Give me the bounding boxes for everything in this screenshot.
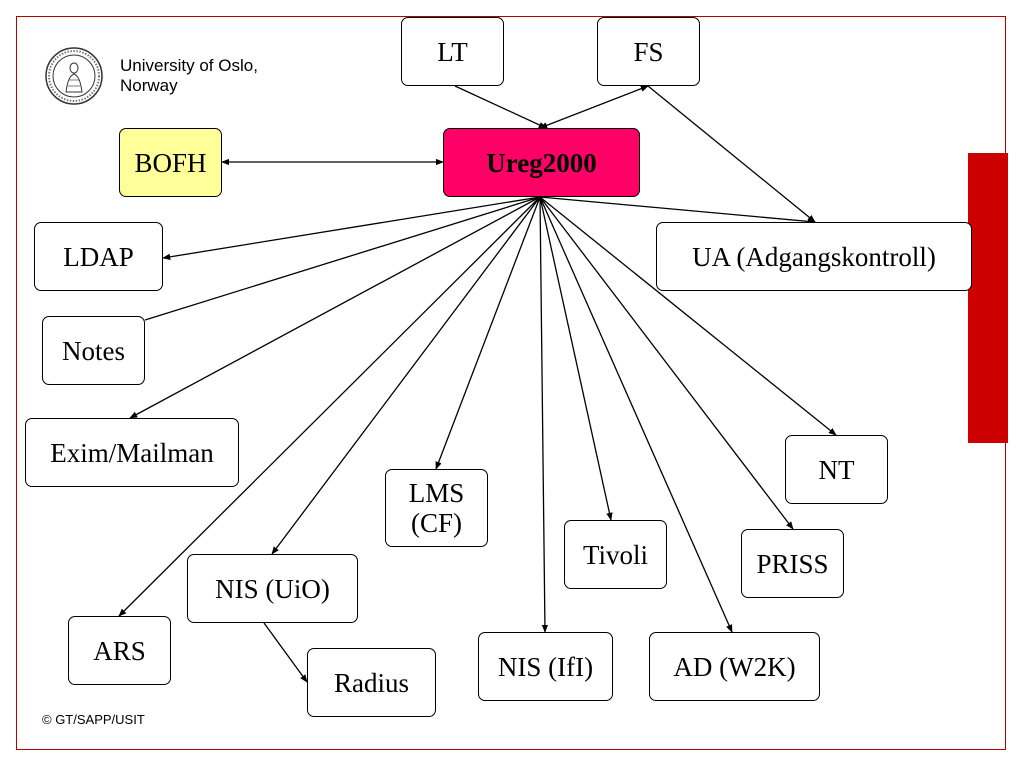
node-notes: Notes [42,316,145,385]
node-tivoli: Tivoli [564,520,667,589]
edge-ureg-to-ldap [162,196,541,261]
edge-ureg-to-ad [539,196,733,633]
edge-ureg-to-tivoli [539,196,613,521]
edge-ureg-to-nis_ifi [539,196,549,633]
node-ldap: LDAP [34,222,163,291]
university-seal-icon [45,47,103,105]
node-ureg2000: Ureg2000 [443,128,640,197]
edge-lt-to-ureg [454,85,547,129]
node-exim-mailman: Exim/Mailman [25,418,239,487]
institution-name: University of Oslo, Norway [120,56,258,95]
edge-ureg-to-ua [539,196,816,225]
node-lms: LMS (CF) [385,469,488,547]
node-lt: LT [401,17,504,86]
edge-ureg-to-exim [129,196,541,419]
edge-ureg-to-nis_uio [271,196,541,555]
edge-ureg-to-nt [539,196,837,436]
copyright-notice: © GT/SAPP/USIT [42,712,145,727]
node-radius: Radius [307,648,436,717]
edge-ureg-to-lms [435,196,541,470]
edge-fs-to-ureg [539,85,649,129]
node-ad-w2k: AD (W2K) [649,632,820,701]
node-ua: UA (Adgangskontroll) [656,222,972,291]
edge-ureg-to-notes [144,196,541,321]
accent-bar [968,153,1008,443]
edge-nis_uio-to-radius [263,622,308,683]
edge-fs-to-ua [647,85,816,223]
edge-ureg-to-ars [118,196,541,617]
node-ars: ARS [68,616,171,685]
node-bofh: BOFH [119,128,222,197]
node-nis-uio: NIS (UiO) [187,554,358,623]
node-priss: PRISS [741,529,844,598]
edge-ureg-to-priss [539,196,794,530]
node-fs: FS [597,17,700,86]
node-nt: NT [785,435,888,504]
node-nis-ifi: NIS (IfI) [478,632,613,701]
